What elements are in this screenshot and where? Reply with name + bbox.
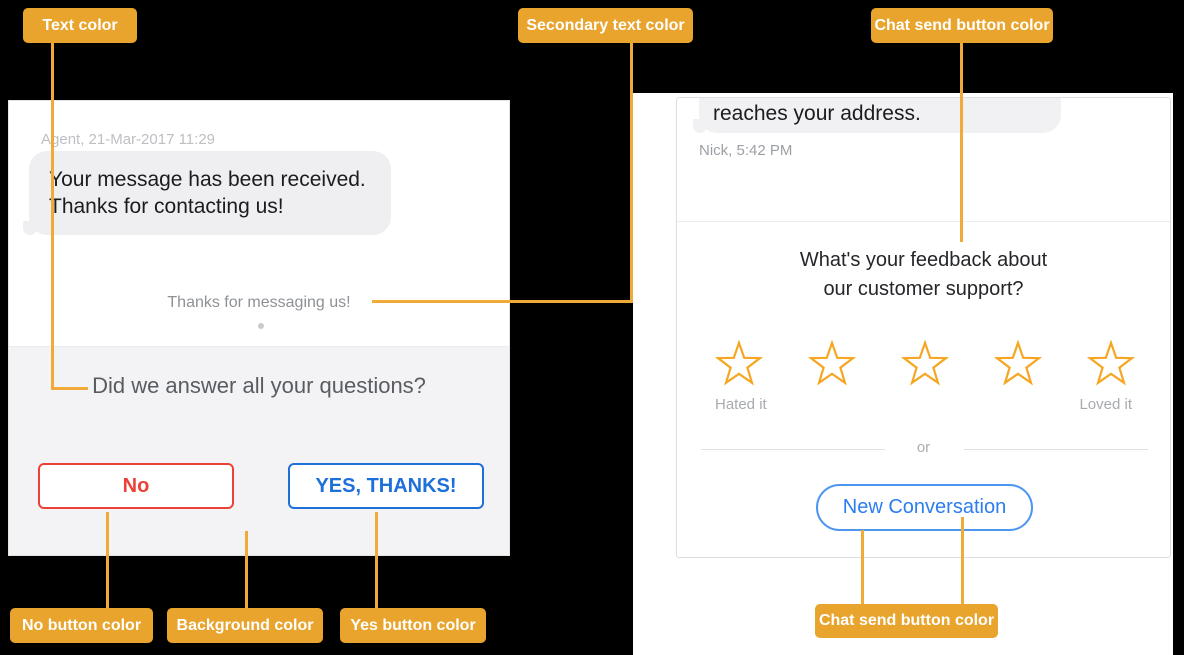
star-rating[interactable] <box>715 340 1135 388</box>
star-icon[interactable] <box>994 340 1042 388</box>
visitor-message-bubble: reaches your address. <box>693 98 1061 133</box>
star-icon[interactable] <box>715 340 763 388</box>
connector-yes-button <box>375 512 378 608</box>
survey-question: Did we answer all your questions? <box>92 373 426 398</box>
chat-panel-right: reaches your address. Nick, 5:42 PM What… <box>676 97 1171 558</box>
no-button[interactable]: No <box>38 463 234 509</box>
yes-button-label: YES, THANKS! <box>315 474 457 497</box>
rating-high-label: Loved it <box>1079 396 1132 413</box>
yes-thanks-button[interactable]: YES, THANKS! <box>288 463 484 509</box>
right-screenshot-background: reaches your address. Nick, 5:42 PM What… <box>633 93 1173 655</box>
feedback-question-line2: our customer support? <box>823 278 1024 300</box>
connector-chat-send-top <box>960 43 963 242</box>
nick-timestamp: Nick, 5:42 PM <box>699 142 793 159</box>
connector-no-button <box>106 512 109 608</box>
badge-yes-button-color: Yes button color <box>340 608 486 643</box>
or-divider-right <box>964 449 1148 450</box>
star-icon[interactable] <box>1087 340 1135 388</box>
or-divider-left <box>701 449 885 450</box>
connector-text-color-elbow <box>51 387 88 390</box>
connector-text-color <box>51 43 54 390</box>
agent-message-bubble: Your message has been received. Thanks f… <box>23 151 391 235</box>
rating-low-label: Hated it <box>715 396 767 413</box>
survey-section: Did we answer all your questions? No YES… <box>9 346 509 555</box>
badge-text-color: Text color <box>23 8 137 43</box>
badge-no-button-color: No button color <box>10 608 153 643</box>
typing-dot <box>258 323 264 329</box>
or-label: or <box>916 439 931 456</box>
badge-chat-send-button-color-bottom: Chat send button color <box>815 604 998 638</box>
feedback-question: What's your feedback about our customer … <box>677 246 1170 304</box>
badge-background-color: Background color <box>167 608 323 643</box>
badge-chat-send-button-color-top: Chat send button color <box>871 8 1053 43</box>
no-button-label: No <box>122 474 150 497</box>
star-icon[interactable] <box>901 340 949 388</box>
connector-secondary-text-elbow <box>372 300 633 303</box>
star-icon[interactable] <box>808 340 856 388</box>
feedback-question-line1: What's your feedback about <box>799 249 1048 271</box>
visitor-message-text: reaches your address. <box>713 102 921 125</box>
connector-chat-send-bottom-right <box>961 517 964 604</box>
agent-message-text: Your message has been received. Thanks f… <box>49 168 366 218</box>
new-conversation-label: New Conversation <box>842 496 1007 518</box>
badge-secondary-text-color: Secondary text color <box>518 8 693 43</box>
new-conversation-button[interactable]: New Conversation <box>816 484 1033 531</box>
connector-secondary-text <box>630 43 633 303</box>
secondary-text: Thanks for messaging us! <box>167 294 351 311</box>
chat-panel-left: Agent, 21-Mar-2017 11:29 Your message ha… <box>8 100 510 556</box>
connector-background <box>245 531 248 608</box>
section-divider <box>677 221 1170 222</box>
agent-timestamp: Agent, 21-Mar-2017 11:29 <box>41 131 216 148</box>
connector-chat-send-bottom-left <box>861 530 864 604</box>
